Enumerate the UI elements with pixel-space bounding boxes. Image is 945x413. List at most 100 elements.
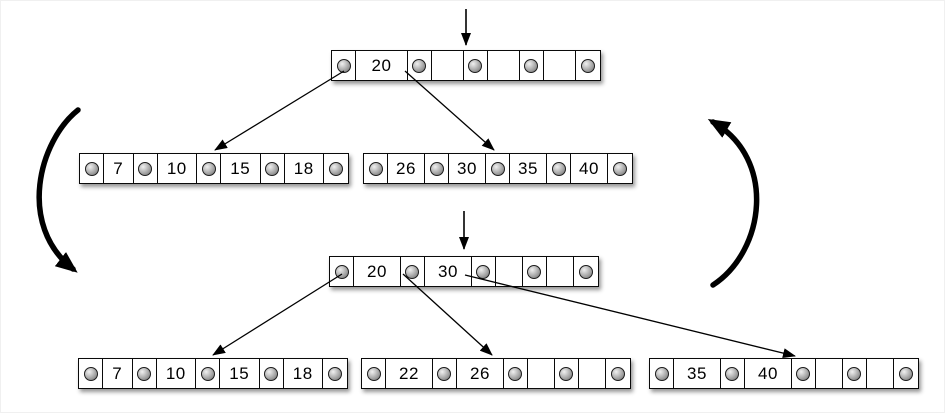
pointer-cell: [330, 257, 354, 286]
key-cell: 15: [221, 154, 261, 183]
btree-node-top-right-child: 26 30 35 40: [363, 153, 633, 184]
btree-node-bottom-middle-child: 22 26: [361, 358, 631, 389]
key-cell: [496, 257, 523, 286]
pointer-cell: [362, 359, 386, 388]
pointer-cell: [261, 154, 285, 183]
btree-node-top-left-child: 7 10 15 18: [79, 153, 349, 184]
pointer-cell: [364, 154, 388, 183]
key-cell: [547, 257, 575, 286]
pointer-dot-icon: [579, 264, 594, 279]
pointer-cell: [576, 51, 600, 80]
pointer-dot-icon: [527, 264, 542, 279]
pointer-dot-icon: [468, 58, 483, 73]
pointer-cell: [133, 359, 157, 388]
pointer-dot-icon: [412, 58, 427, 73]
key-cell: 30: [449, 154, 486, 183]
pointer-cell: [547, 154, 571, 183]
pointer-dot-icon: [137, 366, 152, 381]
pointer-cell: [472, 257, 496, 286]
pointer-dot-icon: [83, 366, 98, 381]
btree-node-top-root: 20: [331, 50, 601, 81]
btree-node-bottom-root: 20 30: [329, 256, 599, 287]
pointer-cell: [520, 51, 544, 80]
pointer-cell: [894, 359, 918, 388]
pointer-cell: [332, 51, 356, 80]
key-cell: 35: [510, 154, 547, 183]
pointer-dot-icon: [847, 366, 862, 381]
key-cell: 30: [425, 257, 472, 286]
pointer-dot-icon: [437, 366, 452, 381]
pointer-dot-icon: [84, 161, 99, 176]
pointer-dot-icon: [613, 161, 627, 176]
pointer-cell: [504, 359, 528, 388]
pointer-dot-icon: [508, 366, 523, 381]
key-cell: 35: [674, 359, 721, 388]
pointer-dot-icon: [327, 366, 342, 381]
pointer-dot-icon: [490, 161, 505, 176]
pointer-dot-icon: [551, 161, 566, 176]
pointer-cell: [843, 359, 867, 388]
pointer-dot-icon: [138, 161, 153, 176]
pointer-cell: [323, 359, 347, 388]
key-cell: [579, 359, 607, 388]
pointer-cell: [260, 359, 284, 388]
pointer-cell: [197, 154, 222, 183]
pointer-cell: [464, 51, 488, 80]
pointer-cell: [425, 154, 449, 183]
pointer-dot-icon: [368, 161, 383, 176]
pointer-cell: [408, 51, 432, 80]
pointer-dot-icon: [429, 161, 444, 176]
key-cell: [528, 359, 555, 388]
pointer-cell: [608, 154, 632, 183]
key-cell: 10: [158, 154, 198, 183]
pointer-arrow-bottom-root-to-right-child: [464, 274, 796, 358]
pointer-cell: [324, 154, 348, 183]
pointer-cell: [80, 154, 104, 183]
pointer-dot-icon: [654, 366, 669, 381]
pointer-cell: [650, 359, 674, 388]
pointer-dot-icon: [366, 366, 381, 381]
key-cell: 40: [571, 154, 608, 183]
pointer-dot-icon: [264, 366, 278, 381]
pointer-cell: [792, 359, 816, 388]
transform-arrow-down: [36, 107, 81, 273]
pointer-dot-icon: [405, 264, 420, 279]
key-cell: 7: [103, 359, 133, 388]
btree-node-bottom-right-child: 35 40: [649, 358, 919, 389]
pointer-dot-icon: [559, 366, 574, 381]
pointer-dot-icon: [580, 58, 595, 73]
key-cell: 26: [388, 154, 425, 183]
pointer-cell: [196, 359, 221, 388]
pointer-cell: [134, 154, 158, 183]
pointer-cell: [606, 359, 630, 388]
pointer-dot-icon: [725, 366, 740, 381]
pointer-dot-icon: [328, 161, 343, 176]
key-cell: 15: [220, 359, 260, 388]
pointer-cell: [79, 359, 103, 388]
key-cell: 18: [285, 154, 324, 183]
pointer-cell: [523, 257, 547, 286]
pointer-dot-icon: [899, 366, 914, 381]
pointer-cell: [486, 154, 510, 183]
pointer-dot-icon: [201, 161, 216, 176]
pointer-arrow-top-root-to-left-child: [214, 70, 345, 151]
pointer-arrow-bottom-root-to-left-child: [212, 273, 343, 356]
pointer-dot-icon: [796, 366, 811, 381]
key-cell: 10: [157, 359, 197, 388]
key-cell: [867, 359, 895, 388]
pointer-dot-icon: [334, 264, 349, 279]
key-cell: 20: [356, 51, 408, 80]
key-cell: 22: [386, 359, 433, 388]
pointer-cell: [433, 359, 457, 388]
key-cell: 40: [745, 359, 792, 388]
pointer-cell: [401, 257, 425, 286]
transform-arrow-up: [707, 118, 760, 288]
key-cell: 7: [104, 154, 134, 183]
pointer-arrow-top-root-to-right-child: [404, 70, 495, 151]
btree-node-bottom-left-child: 7 10 15 18: [78, 358, 348, 389]
key-cell: [544, 51, 576, 80]
pointer-dot-icon: [524, 58, 539, 73]
key-cell: [816, 359, 843, 388]
pointer-cell: [555, 359, 579, 388]
